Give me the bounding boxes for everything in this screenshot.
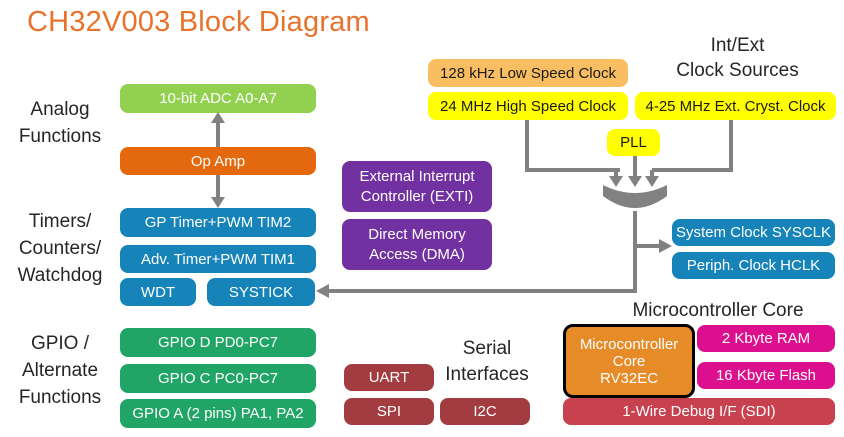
serial-label-line2: Interfaces (445, 364, 529, 385)
microcontroller-core-label: Microcontroller Core (632, 300, 804, 321)
connector-mux-left-stub (614, 170, 618, 177)
high-speed-clock-block: 24 MHz High Speed Clock (428, 92, 628, 120)
gp-timer-tim2-block: GP Timer+PWM TIM2 (120, 208, 316, 237)
connector-hsclock-to-mux (525, 168, 620, 172)
arrow-down-icon (628, 176, 642, 187)
timers-counters-watchdog-label: Timers/ Counters/ Watchdog (8, 208, 112, 289)
gpio-d-block: GPIO D PD0-PC7 (120, 328, 316, 357)
connector-mux-right-stub (650, 170, 654, 177)
clock-mux-shape (603, 185, 667, 208)
dma-line1: Direct Memory (368, 225, 466, 243)
arrow-left-icon (316, 284, 329, 298)
ext-crystal-clock-block: 4-25 MHz Ext. Cryst. Clock (635, 92, 836, 120)
clock-sources-label: Int/Ext Clock Sources (645, 33, 830, 83)
adv-timer-tim1-block: Adv. Timer+PWM TIM1 (120, 245, 316, 273)
hclk-block: Periph. Clock HCLK (672, 252, 835, 279)
opamp-block: Op Amp (120, 147, 316, 175)
exti-line2: Controller (EXTI) (360, 187, 474, 205)
timers-label-line2: Counters/ (18, 238, 102, 259)
connector-opamp-to-tim2 (216, 175, 220, 198)
dma-line2: Access (DMA) (369, 245, 465, 263)
connector-extclock-to-mux (652, 168, 733, 172)
gpio-label-line1: GPIO / (30, 333, 90, 354)
riscv-core-block: Microcontroller Core RV32EC (563, 324, 695, 398)
sysclk-block: System Clock SYSCLK (672, 219, 835, 246)
exti-block: External Interrupt Controller (EXTI) (342, 161, 492, 212)
arrow-down-icon (645, 176, 659, 187)
systick-block: SYSTICK (207, 278, 315, 306)
core-line1: Microcontroller (579, 335, 679, 353)
gpio-label-line3: Functions (18, 387, 102, 408)
arrow-right-icon (659, 239, 672, 253)
serial-interfaces-label: Serial Interfaces (433, 336, 541, 388)
page-title: CH32V003 Block Diagram (27, 6, 370, 38)
gpio-a-block: GPIO A (2 pins) PA1, PA2 (120, 399, 316, 428)
timers-label-line3: Watchdog (17, 265, 103, 286)
ram-block: 2 Kbyte RAM (697, 325, 835, 352)
connector-opamp-to-adc (216, 122, 220, 147)
connector-extclock-down (729, 120, 733, 172)
wdt-block: WDT (120, 278, 196, 306)
i2c-block: I2C (440, 398, 530, 425)
analog-functions-label: Analog Functions (8, 96, 112, 150)
exti-line1: External Interrupt (359, 167, 475, 185)
connector-to-sysclk (635, 244, 661, 248)
arrow-down-icon (211, 197, 225, 208)
analog-label-line1: Analog (30, 99, 90, 120)
clock-sources-label-line2: Clock Sources (676, 60, 799, 81)
core-line2: Core (612, 352, 646, 370)
dma-block: Direct Memory Access (DMA) (342, 219, 492, 270)
timers-label-line1: Timers/ (28, 211, 92, 232)
serial-label-line1: Serial (462, 338, 512, 359)
arrow-down-icon (609, 176, 623, 187)
analog-label-line2: Functions (18, 126, 102, 147)
gpio-c-block: GPIO C PC0-PC7 (120, 364, 316, 393)
pll-block: PLL (607, 129, 660, 156)
spi-block: SPI (344, 398, 434, 425)
low-speed-clock-block: 128 kHz Low Speed Clock (428, 59, 628, 87)
connector-mux-output (633, 211, 637, 293)
gpio-alternate-functions-label: GPIO / Alternate Functions (8, 330, 112, 411)
uart-block: UART (344, 364, 434, 391)
connector-hsclock-down (525, 120, 529, 172)
core-line3: RV32EC (599, 369, 659, 387)
connector-to-systick (329, 289, 637, 293)
flash-block: 16 Kbyte Flash (697, 362, 835, 389)
debug-interface-block: 1-Wire Debug I/F (SDI) (563, 398, 835, 425)
adc-block: 10-bit ADC A0-A7 (120, 84, 316, 113)
connector-pll-to-mux (633, 156, 637, 177)
clock-sources-label-line1: Int/Ext (710, 35, 765, 56)
arrow-up-icon (211, 112, 225, 123)
gpio-label-line2: Alternate (21, 360, 99, 381)
